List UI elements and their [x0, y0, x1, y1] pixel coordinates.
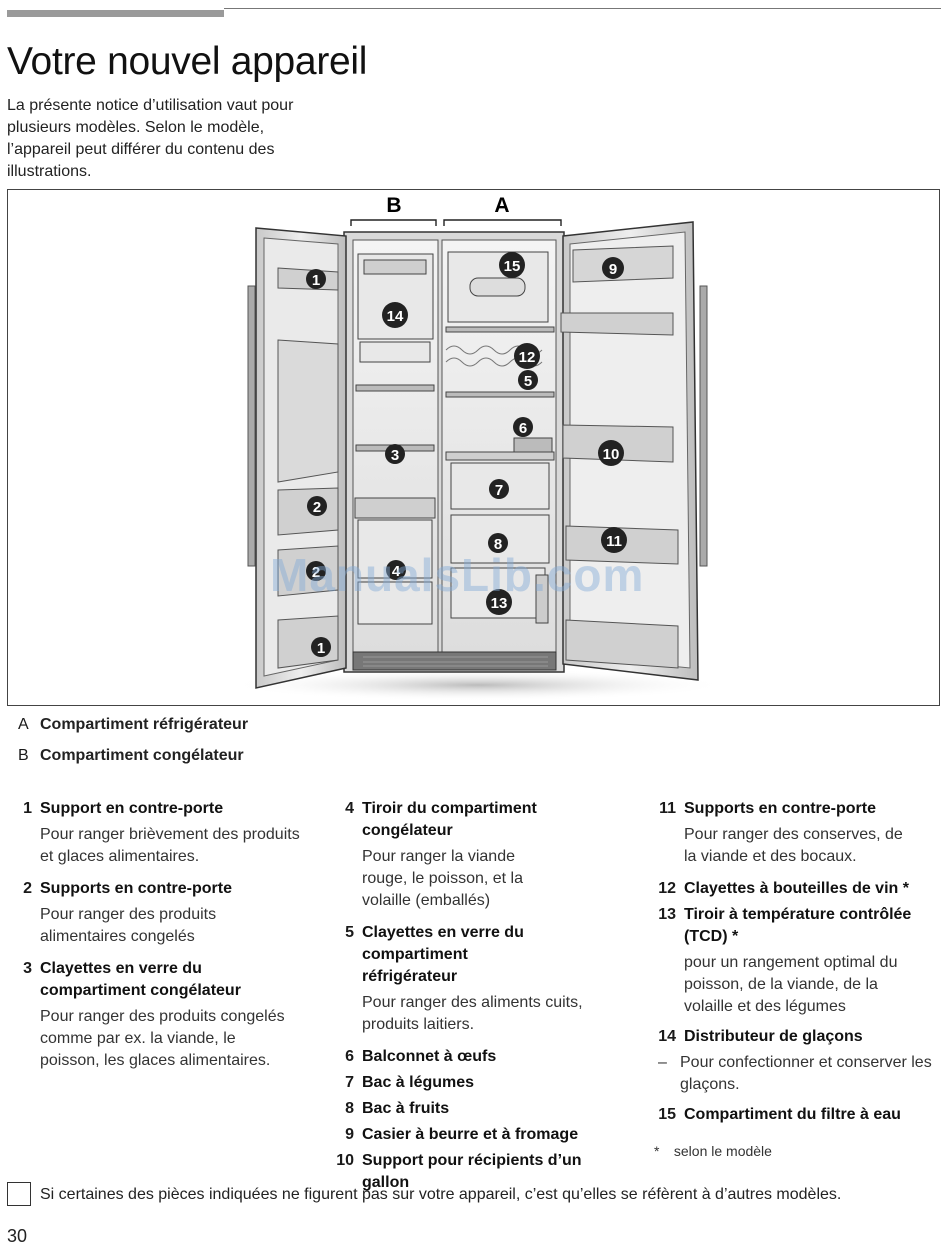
callout-6: 6 — [513, 417, 533, 437]
callout-13: 13 — [486, 589, 512, 615]
note-box-icon — [7, 1182, 31, 1206]
floor-shadow — [228, 669, 728, 701]
ice-note: – Pour confectionner et conserver les gl… — [658, 1054, 932, 1093]
svg-text:2: 2 — [312, 564, 320, 581]
freezer-door — [247, 227, 347, 689]
callout-1-top: 1 — [306, 269, 326, 289]
callout-1-bottom: 1 — [311, 637, 331, 657]
part-item: 13 Tiroir à température contrôlée (TCD) … — [658, 906, 912, 1015]
callout-12: 12 — [514, 343, 540, 369]
callout-3: 3 — [385, 444, 405, 464]
callout-2-lower: 2 — [306, 561, 326, 581]
part-item: 11 Supports en contre-porte Pour ranger … — [659, 800, 903, 865]
part-item: 2 Supports en contre-porte Pour ranger d… — [23, 880, 233, 945]
parts-column-2: 4 Tiroir du compartiment congélateur Pou… — [332, 798, 622, 1198]
svg-text:12: 12 — [519, 349, 536, 366]
svg-text:4: 4 — [392, 563, 401, 580]
callout-2-upper: 2 — [307, 496, 327, 516]
svg-text:10: 10 — [603, 446, 620, 463]
header-rule — [224, 8, 941, 9]
page-number: 30 — [7, 1226, 28, 1246]
svg-text:6: 6 — [519, 420, 527, 437]
parts-column-1: 1 Support en contre-porte Pour ranger br… — [10, 798, 300, 1076]
svg-text:11: 11 — [606, 533, 622, 550]
page-title: Votre nouvel appareil — [7, 40, 368, 83]
fridge-interior — [445, 251, 555, 624]
svg-text:1: 1 — [317, 640, 325, 657]
callouts: 1 14 15 9 12 5 6 3 10 7 2 8 11 4 13 2 1 — [306, 252, 627, 657]
callout-4: 4 — [386, 560, 406, 580]
callout-14: 14 — [382, 302, 408, 328]
parts-column-3: 11 Supports en contre-porte Pour ranger … — [654, 798, 944, 1162]
watermark: ManualsLib.com — [270, 549, 645, 601]
fridge-illustration: B A — [7, 189, 940, 706]
intro-paragraph: La présente notice d’utilisation vaut po… — [7, 97, 294, 180]
section-label-b: B — [386, 194, 401, 217]
footnote: * selon le modèle — [654, 1143, 772, 1159]
callout-8: 8 — [488, 533, 508, 553]
section-label-a: A — [494, 194, 509, 217]
part-item: 4 Tiroir du compartiment congélateur Pou… — [345, 800, 537, 909]
svg-text:8: 8 — [494, 536, 502, 553]
callout-15: 15 — [499, 252, 525, 278]
svg-text:9: 9 — [609, 261, 617, 278]
section-brackets: B A — [350, 194, 562, 226]
svg-text:3: 3 — [391, 447, 399, 464]
callout-5: 5 — [518, 370, 538, 390]
svg-text:2: 2 — [313, 499, 321, 516]
part-item: 3 Clayettes en verre du compartiment con… — [23, 960, 285, 1069]
callout-7: 7 — [489, 479, 509, 499]
svg-text:14: 14 — [387, 308, 404, 325]
callout-10: 10 — [598, 440, 624, 466]
fridge-drawing: B A — [228, 194, 728, 701]
fridge-door — [560, 221, 708, 681]
callout-11: 11 — [601, 527, 627, 553]
svg-text:5: 5 — [524, 373, 532, 390]
svg-text:13: 13 — [491, 595, 508, 612]
header-accent-bar — [7, 10, 224, 17]
callout-9: 9 — [602, 257, 624, 279]
part-item: 1 Support en contre-porte Pour ranger br… — [23, 800, 300, 865]
svg-text:1: 1 — [312, 272, 320, 289]
part-item: 5 Clayettes en verre du compartiment réf… — [345, 924, 583, 1033]
svg-text:15: 15 — [504, 258, 521, 275]
svg-text:7: 7 — [495, 482, 503, 499]
